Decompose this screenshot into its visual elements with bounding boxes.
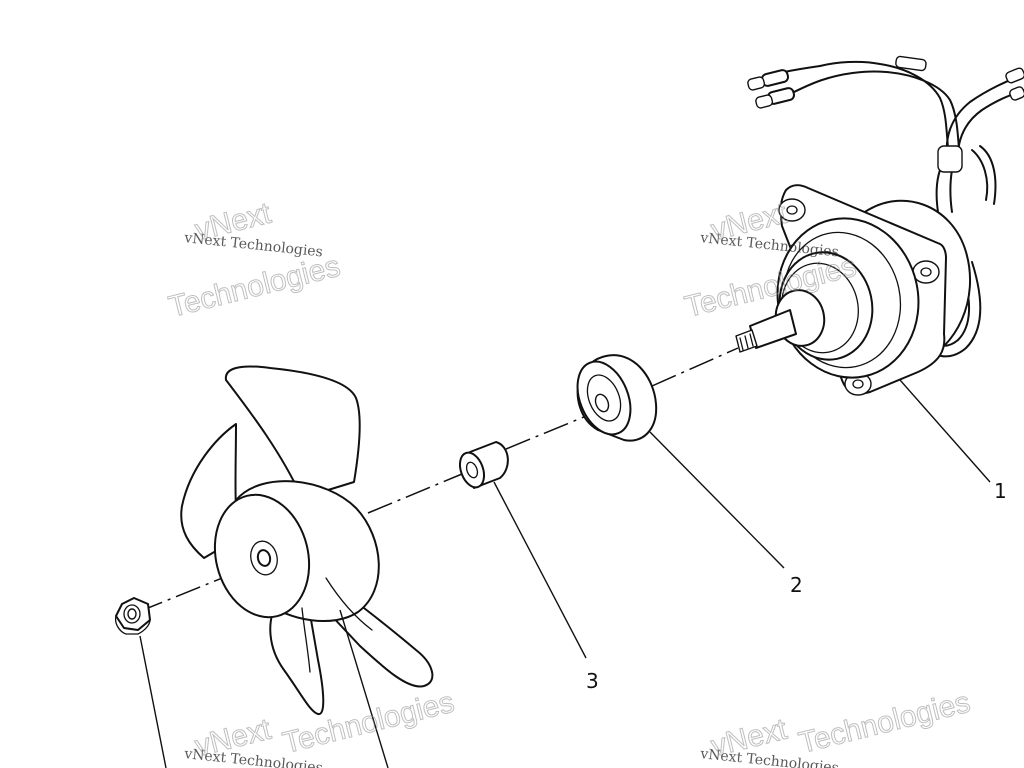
callout-1: 1 bbox=[994, 479, 1007, 503]
watermark: vNext Technologies vNext Technologies bbox=[165, 196, 344, 324]
spacer-washer bbox=[576, 354, 658, 442]
callout-3: 3 bbox=[586, 669, 599, 693]
watermark-line-3: Technologies bbox=[796, 686, 974, 760]
watermark-line-3: Technologies bbox=[166, 250, 344, 324]
motor-shaft bbox=[735, 309, 797, 353]
fan-blade-assembly bbox=[180, 365, 434, 715]
flange-mount-holes bbox=[778, 198, 940, 396]
callout-leader-lines bbox=[139, 379, 991, 768]
assembly-center-line bbox=[137, 347, 739, 613]
fan-motor bbox=[735, 55, 1024, 396]
flange-nut bbox=[114, 597, 151, 635]
callout-2: 2 bbox=[790, 573, 803, 597]
collar-sleeve bbox=[458, 441, 509, 489]
watermark: vNext Technologies vNext Technologies bbox=[699, 685, 974, 768]
